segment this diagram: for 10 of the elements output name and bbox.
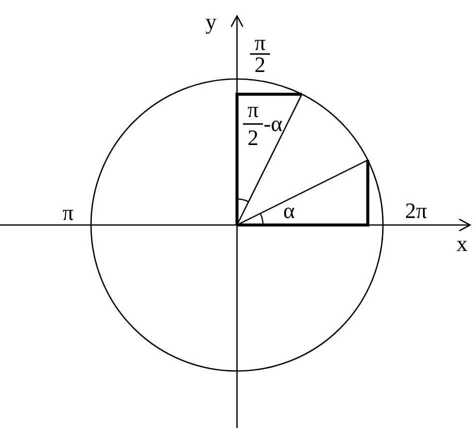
axis-label: y — [206, 11, 216, 33]
angle-label: α — [283, 200, 295, 222]
angle-label: π — [62, 202, 74, 224]
angle-label: 2π — [404, 200, 428, 222]
fraction-numerator: π — [247, 99, 259, 121]
axis-label: x — [456, 233, 468, 255]
fraction-denominator: 2 — [248, 127, 258, 149]
fraction-numerator: π — [254, 32, 266, 54]
fraction-denominator: 2 — [254, 54, 266, 76]
angle-label: -α — [264, 113, 282, 135]
